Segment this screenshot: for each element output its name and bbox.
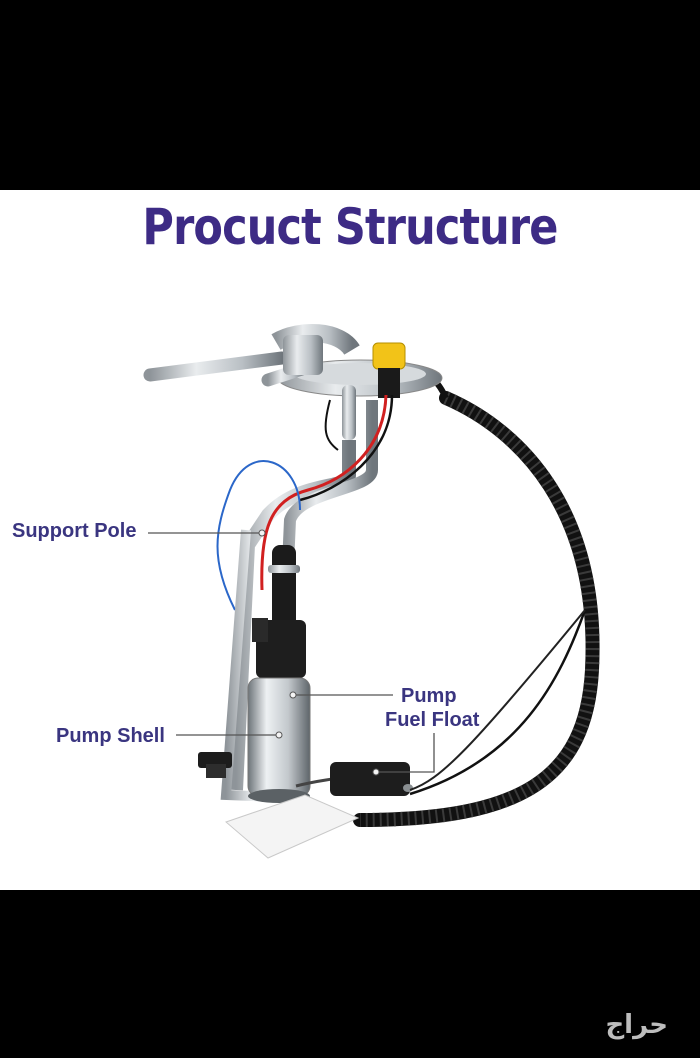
fuel-line-long: [143, 351, 289, 382]
filter-sock: [225, 794, 360, 859]
pump-label: Pump: [401, 685, 457, 707]
blue-sensor-wire: [216, 460, 301, 611]
wire-harness: [353, 391, 600, 827]
fuel-float-label: Fuel Float: [385, 709, 480, 731]
electrical-connector: [372, 342, 406, 370]
fuel-float-leader: [378, 733, 435, 773]
site-watermark-logo: حراج: [605, 1010, 668, 1040]
fuel-float: [330, 762, 410, 796]
diagram-title: Procuct Structure: [142, 198, 558, 256]
product-diagram-panel: Procuct Structure: [0, 190, 700, 890]
fuel-pump-illustration: [143, 324, 600, 859]
support-pole-label: Support Pole: [12, 520, 137, 542]
pump-shell-label: Pump Shell: [56, 725, 165, 747]
